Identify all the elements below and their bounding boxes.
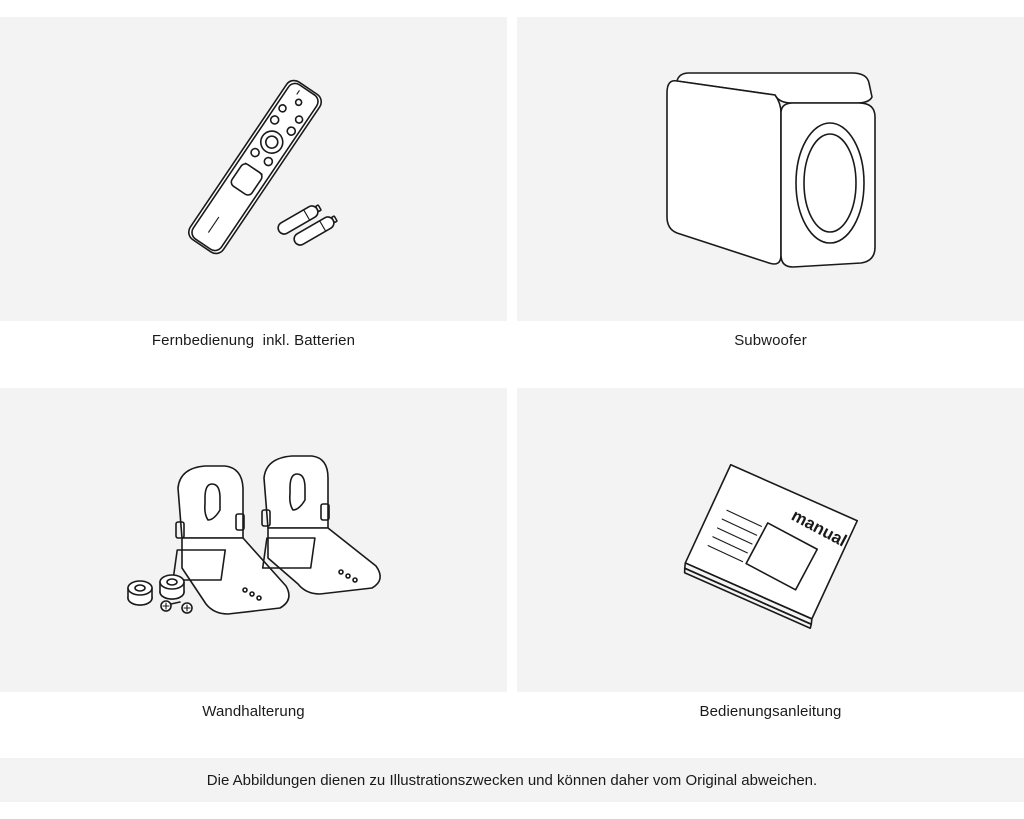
remote-control-icon: [187, 79, 338, 255]
tile-wall-mount: [0, 388, 507, 692]
caption-manual: Bedienungsanleitung: [699, 703, 842, 720]
tile-remote-control: [0, 17, 507, 321]
manual-icon: manual: [683, 463, 859, 630]
tile-manual: manual: [517, 388, 1024, 692]
tile-subwoofer: [517, 17, 1024, 321]
disclaimer-text: Die Abbildungen dienen zu Illustrationsz…: [206, 771, 818, 789]
disclaimer-notice: Die Abbildungen dienen zu Illustrationsz…: [0, 758, 1024, 802]
caption-subwoofer: Subwoofer: [734, 332, 807, 349]
caption-remote-control: Fernbedienung inkl. Batterien: [151, 332, 356, 349]
wall-mount-icon: [127, 455, 381, 615]
caption-wall-mount: Wandhalterung: [202, 703, 305, 720]
subwoofer-icon: [666, 72, 876, 268]
